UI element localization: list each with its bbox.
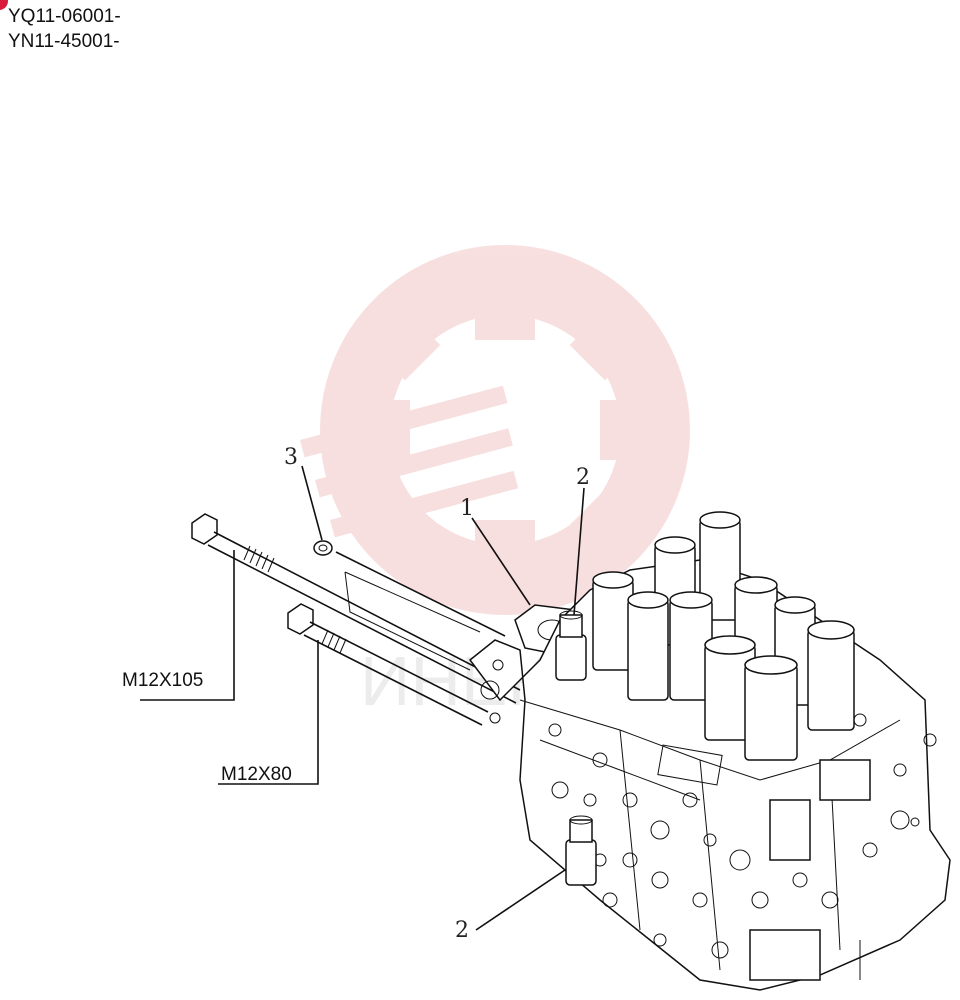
serial-range: YQ11-06001- YN11-45001-: [8, 4, 121, 54]
bolt-short-size-label: M12X80: [221, 764, 292, 785]
callout-2-bottom: 2: [455, 918, 469, 943]
bolt-short: [287, 603, 489, 726]
serial-range-2: YN11-45001-: [8, 31, 120, 52]
plug-part-2-bottom: [565, 815, 597, 886]
serial-range-1: YQ11-06001-: [8, 6, 121, 27]
callout-1: 1: [460, 496, 474, 521]
port-holes: [480, 659, 937, 959]
bolt-long: [191, 513, 521, 704]
plug-part-2-top: [555, 610, 587, 681]
watermark-gear-icon: ИНЕК: [300, 245, 690, 720]
callout-leaders: [140, 465, 585, 931]
callout-2-top: 2: [576, 465, 590, 490]
bolt-long-size-label: M12X105: [122, 670, 203, 691]
callout-3: 3: [284, 445, 298, 470]
spool-caps: [592, 511, 855, 761]
washer-part-3: [313, 540, 506, 671]
red-marker-icon: [0, 0, 8, 10]
